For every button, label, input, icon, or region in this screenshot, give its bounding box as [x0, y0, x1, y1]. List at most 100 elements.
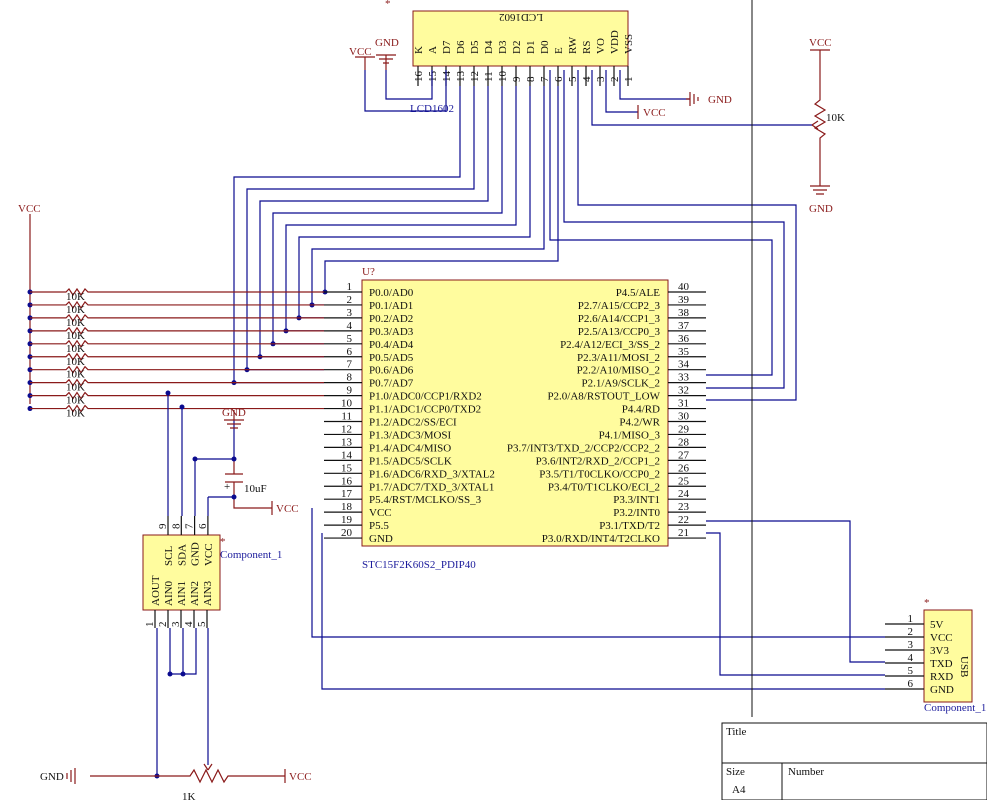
pullup-resistor — [30, 352, 324, 361]
usb-pin-name: VCC — [930, 632, 953, 644]
mcu-pin-number: 39 — [678, 294, 690, 306]
gnd-symbol-vss — [686, 92, 699, 106]
lcd-pin-name: RS — [581, 41, 593, 54]
mcu-pin-number: 4 — [347, 320, 353, 332]
wire-mcu-vcc-usb — [311, 508, 885, 638]
gnd-label-lcd: GND — [375, 37, 399, 49]
mcu-pin-name: GND — [369, 533, 393, 545]
adc-pin-name: AIN3 — [202, 580, 214, 606]
bottom-pot — [90, 768, 285, 784]
mcu-pin-name: P1.0/ADC0/CCP1/RXD2 — [369, 391, 482, 403]
mcu-pin-number: 22 — [678, 514, 689, 526]
mcu-pin-name: P1.6/ADC6/RXD_3/XTAL2 — [369, 468, 495, 480]
mcu-pin-number: 24 — [678, 488, 690, 500]
mcu-pin-number: 12 — [341, 423, 352, 435]
pullup-value: 10K — [66, 343, 85, 355]
mcu-pin-name: P0.2/AD2 — [369, 313, 413, 325]
lcd-pin-name: D0 — [539, 40, 551, 54]
mcu-pin-number: 36 — [678, 333, 690, 345]
pullup-resistor — [30, 300, 324, 310]
adc-pin-name: SCL — [163, 546, 175, 566]
pullup-value: 10K — [66, 330, 85, 342]
pullup-resistor — [30, 326, 324, 335]
adc-star: * — [220, 536, 226, 548]
lcd-pin-number: 8 — [525, 76, 537, 82]
mcu-pin-number: 16 — [341, 475, 353, 487]
mcu-right-pins: 40P4.5/ALE39P2.7/A15/CCP2_338P2.6/A14/CC… — [507, 281, 706, 545]
mcu-pin-number: 23 — [678, 501, 690, 513]
vcc-label-bottom: VCC — [289, 771, 312, 783]
lcd-pin-number: 15 — [427, 71, 439, 83]
mcu-pin-number: 30 — [678, 411, 690, 423]
lcd-pin-name: VSS — [623, 34, 635, 54]
lcd-pin-number: 2 — [609, 77, 621, 83]
mcu-pin-name: P0.3/AD3 — [369, 326, 414, 338]
lcd-pin-number: 14 — [441, 71, 453, 83]
mcu-pin-name: P5.5 — [369, 520, 389, 532]
mcu-pin-name: P3.2/INT0 — [613, 507, 660, 519]
cap-value: 10uF — [244, 483, 267, 495]
mcu-pin-name: P3.5/T1/T0CLKO/CCP0_2 — [539, 468, 660, 480]
mcu-pin-name: P2.3/A11/MOSI_2 — [577, 352, 660, 364]
mcu-pin-number: 14 — [341, 449, 353, 461]
lcd-pin-name: D6 — [455, 40, 467, 54]
usb-pin-name: 5V — [930, 619, 944, 631]
mcu-pin-name: P3.0/RXD/INT4/T2CLKO — [542, 533, 660, 545]
lcd-pin-name: D7 — [441, 40, 453, 54]
wire-rxd — [706, 532, 885, 676]
adc-pin-number: 5 — [196, 621, 208, 627]
lcd-body — [412, 10, 629, 67]
wire-cap-gnd — [195, 420, 235, 460]
mcu-pin-name: P4.1/MISO_3 — [599, 429, 661, 441]
mcu-pin-name: P0.0/AD0 — [369, 287, 414, 299]
adc-pin-number: 1 — [144, 622, 156, 628]
pullup-value: 10K — [66, 408, 85, 420]
wire-lcd-vss — [619, 70, 690, 100]
lcd-pins: 16K15A14D713D612D511D410D39D28D17D06E5RW… — [413, 30, 635, 86]
pullup-resistor — [30, 313, 324, 322]
usb-pin-name: 3V3 — [930, 645, 949, 657]
lcd-pin-name: D1 — [525, 41, 537, 54]
mcu-pin-name: P2.1/A9/SCLK_2 — [581, 378, 660, 390]
mcu-pin-name: P1.7/ADC7/TXD_3/XTAL1 — [369, 481, 494, 493]
lcd-pin-name: A — [427, 46, 439, 54]
lcd-pin-number: 12 — [469, 71, 481, 82]
wire-lcd-vo — [591, 70, 812, 126]
lcd-pin-number: 3 — [595, 76, 607, 82]
usb-pin-name: RXD — [930, 671, 953, 683]
usb-star: * — [924, 597, 930, 609]
mcu-pin-number: 11 — [341, 411, 352, 423]
mcu-pin-name: P3.4/T0/T1CLKO/ECI_2 — [548, 481, 660, 493]
mcu-pin-number: 25 — [678, 475, 690, 487]
mcu-pin-number: 31 — [678, 398, 689, 410]
bottom-pot-value: 1K — [182, 791, 196, 800]
mcu-pin-name: P1.2/ADC2/SS/ECI — [369, 417, 457, 429]
mcu-pin-number: 37 — [678, 320, 690, 332]
mcu-pin-number: 26 — [678, 462, 690, 474]
wire-ain-short — [169, 628, 197, 675]
mcu-body — [361, 279, 669, 547]
mcu-pin-name: P0.5/AD5 — [369, 352, 414, 364]
wire-lcd-backlight — [385, 70, 433, 100]
gnd-label-vss: GND — [708, 94, 732, 106]
mcu-pin-name: P4.5/ALE — [616, 287, 661, 299]
mcu-pin-number: 7 — [347, 359, 353, 371]
mcu-pin-name: P2.0/A8/RSTOUT_LOW — [547, 391, 660, 403]
mcu-pin-number: 28 — [678, 436, 690, 448]
lcd-pin-number: 9 — [511, 76, 523, 82]
mcu-pin-name: P0.1/AD1 — [369, 300, 413, 312]
lcd-pin-name: D3 — [497, 40, 509, 54]
lcd-pin-name: E — [553, 47, 565, 54]
wire-e — [549, 70, 773, 376]
usb-label: USB — [958, 656, 970, 677]
mcu-pin-name: P3.3/INT1 — [613, 494, 660, 506]
adc-pin-number: 3 — [170, 621, 182, 627]
gnd-label-pot: GND — [809, 203, 833, 215]
adc-pin-name: AOUT — [150, 575, 162, 606]
mcu-pin-name: P2.4/A12/ECI_3/SS_2 — [560, 339, 660, 351]
lcd-pin-name: D2 — [511, 41, 523, 54]
mcu-pin-name: P4.4/RD — [622, 404, 660, 416]
wire-rs — [577, 70, 797, 401]
adc-pins: 9SCL8SDA7GND6VCC1AOUT2AIN03AIN14AIN25AIN… — [144, 390, 237, 779]
